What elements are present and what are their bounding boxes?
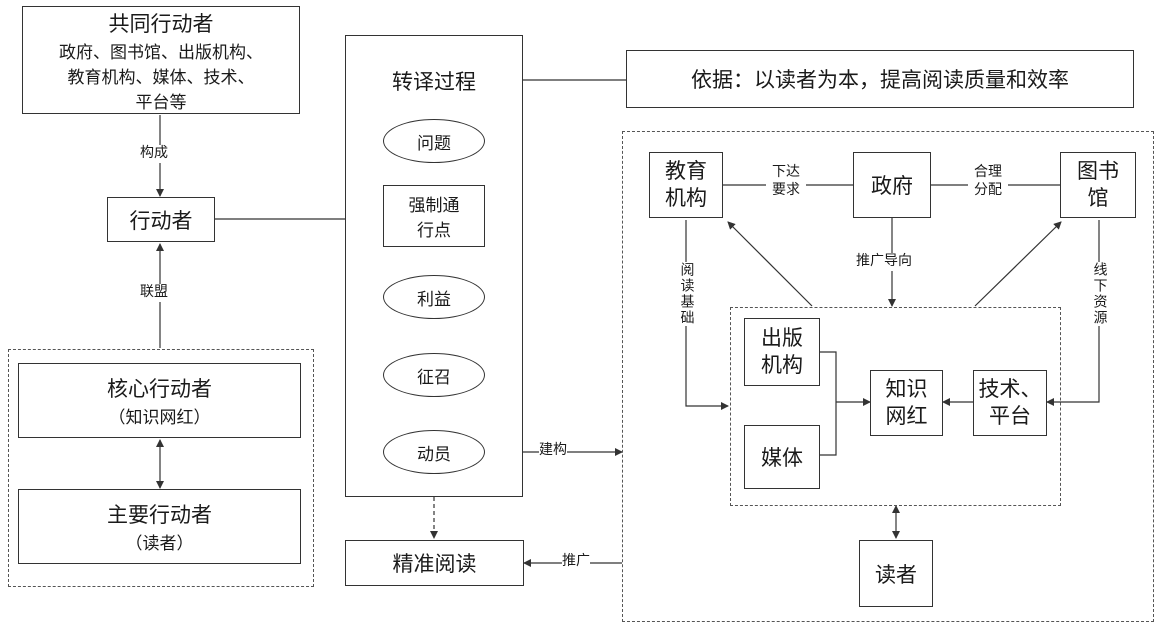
- label-reading-basis: 阅读基础: [677, 262, 695, 326]
- co-actors-line3: 平台等: [135, 92, 187, 113]
- co-actors-line2: 教育机构、媒体、技术、: [67, 67, 255, 88]
- main-actor-box: 主要行动者 （读者）: [18, 489, 301, 564]
- item-enrollment: 征召: [417, 367, 451, 388]
- arrow-network-to-lib: [974, 221, 1062, 307]
- library-label: 图书馆: [1077, 158, 1119, 210]
- basis-label: 依据：以读者为本，提高阅读质量和效率: [691, 68, 1069, 92]
- actor-box: 行动者: [107, 197, 215, 242]
- library-box: 图书馆: [1060, 152, 1136, 218]
- actor-label: 行动者: [129, 208, 193, 233]
- precise-reading-label: 精准阅读: [392, 552, 477, 576]
- item-problem: 问题: [417, 133, 451, 154]
- tech-platform-box: 技术、平台: [973, 370, 1047, 436]
- media-box: 媒体: [744, 425, 820, 489]
- education-box: 教育机构: [649, 152, 723, 218]
- opp-box: 强制通 行点: [383, 185, 485, 247]
- co-actors-line1: 政府、图书馆、出版机构、: [59, 42, 263, 63]
- item-mobilize: 动员: [417, 444, 451, 465]
- label-offline-resources: 线下资源: [1090, 262, 1108, 326]
- label-alliance: 联盟: [140, 284, 168, 302]
- media-label: 媒体: [761, 446, 803, 470]
- influencer-label: 知识网红: [885, 376, 928, 428]
- main-actor-sub: （读者）: [125, 534, 194, 554]
- government-box: 政府: [853, 152, 931, 218]
- publisher-label: 出版机构: [761, 325, 803, 377]
- core-actor-box: 核心行动者 （知识网红）: [18, 363, 301, 438]
- ellipse-problem: 问题: [383, 119, 485, 163]
- tech-platform-label: 技术、平台: [978, 376, 1042, 428]
- opp-line1: 强制通: [408, 196, 460, 216]
- translation-process-box: 转译过程: [345, 35, 523, 497]
- co-actors-box: 共同行动者 政府、图书馆、出版机构、 教育机构、媒体、技术、 平台等: [22, 6, 300, 114]
- government-label: 政府: [871, 174, 913, 198]
- education-label: 教育机构: [665, 158, 707, 210]
- ellipse-mobilize: 动员: [383, 430, 485, 474]
- core-actor-sub: （知识网红）: [108, 408, 211, 428]
- label-build: 建构: [539, 442, 567, 460]
- co-actors-title: 共同行动者: [108, 11, 214, 36]
- opp-line2: 行点: [417, 221, 451, 241]
- basis-box: 依据：以读者为本，提高阅读质量和效率: [626, 50, 1134, 108]
- label-promo-guide: 推广导向: [856, 253, 912, 271]
- inner-network-dashed: [730, 307, 1061, 506]
- label-constitute: 构成: [140, 145, 168, 163]
- label-promote: 推广: [562, 553, 590, 571]
- main-actor-title: 主要行动者: [107, 503, 212, 527]
- network-group-dashed: [622, 131, 1154, 622]
- core-actor-title: 核心行动者: [107, 377, 212, 401]
- influencer-box: 知识网红: [870, 370, 943, 436]
- line-publisher-media-bracket: [820, 351, 837, 456]
- alliance-group-dashed: [8, 349, 314, 587]
- label-issue-req: 下达要求: [766, 164, 806, 199]
- publisher-box: 出版机构: [744, 318, 820, 386]
- arrow-network-to-edu: [727, 221, 813, 307]
- reader-box: 读者: [859, 540, 933, 607]
- item-interest: 利益: [417, 289, 451, 310]
- ellipse-enrollment: 征召: [383, 353, 485, 397]
- reader-label: 读者: [875, 562, 917, 587]
- ellipse-interest: 利益: [383, 275, 485, 319]
- label-reasonable-alloc: 合理分配: [968, 164, 1008, 199]
- precise-reading-box: 精准阅读: [345, 540, 524, 586]
- translation-title: 转译过程: [392, 70, 476, 94]
